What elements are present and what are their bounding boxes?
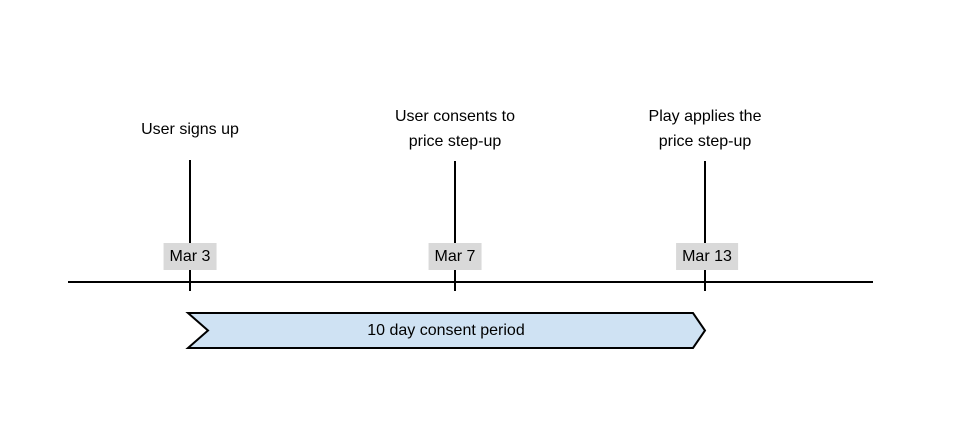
event-title-line: User consents to <box>394 108 516 125</box>
consent-band-label: 10 day consent period <box>367 321 525 339</box>
event-title-signup: User signs up <box>141 117 239 142</box>
event-title-line: price step-up <box>658 133 752 150</box>
timeline-axis <box>68 281 873 283</box>
date-label-mar13: Mar 13 <box>676 243 738 270</box>
event-tick-mar13 <box>704 161 706 291</box>
event-title-apply: Play applies the price step-up <box>649 104 762 154</box>
date-label-mar7: Mar 7 <box>428 243 482 270</box>
event-title-line: User signs up <box>141 121 239 138</box>
event-title-line: Play applies the <box>648 108 762 125</box>
event-tick-mar7 <box>454 161 456 291</box>
date-label-mar3: Mar 3 <box>163 243 217 270</box>
event-title-line: price step-up <box>408 133 502 150</box>
event-title-consent: User consents to price step-up <box>395 104 515 154</box>
event-tick-mar3 <box>189 160 191 291</box>
